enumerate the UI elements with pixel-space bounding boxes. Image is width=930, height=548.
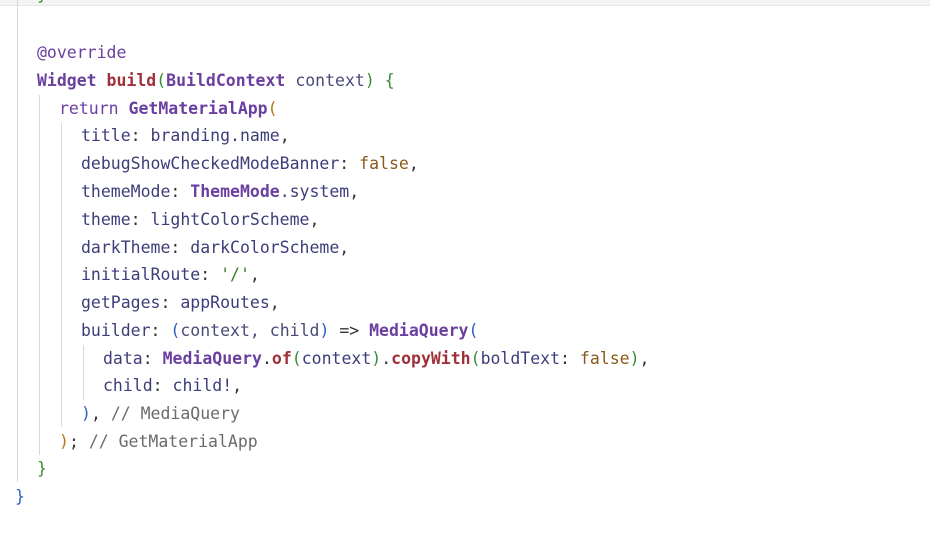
code-line-close-getmaterialapp: ); // GetMaterialApp (59, 432, 258, 451)
code-line-signature: Widget build(BuildContext context) { (37, 71, 395, 90)
code-line-close-mediaquery: ), // MediaQuery (81, 404, 240, 423)
code-line-prop: getPages: appRoutes, (81, 293, 280, 312)
code-line-close-class: } (15, 487, 25, 506)
code-line-builder: builder: (context, child) => MediaQuery( (81, 321, 479, 340)
indent-guide-2 (39, 95, 40, 455)
code-line-prop: theme: lightColorScheme, (81, 210, 320, 229)
code-line-data: data: MediaQuery.of(context).copyWith(bo… (103, 349, 650, 368)
code-line-annotation: @override (37, 43, 127, 62)
code-line-close-build: } (37, 459, 47, 478)
code-line-truncated: } (37, 0, 47, 9)
code-line-prop: darkTheme: darkColorScheme, (81, 238, 350, 257)
code-line-prop: themeMode: ThemeMode.system, (81, 182, 360, 201)
code-line-prop: title: branding.name, (81, 126, 290, 145)
code-line-prop: debugShowCheckedModeBanner: false, (81, 154, 419, 173)
code-line-return: return GetMaterialApp( (59, 99, 278, 118)
indent-guide-3 (61, 123, 62, 427)
indent-guide-4 (83, 345, 84, 400)
editor-top-edge (0, 0, 930, 6)
code-line-prop: initialRoute: '/', (81, 265, 260, 284)
indent-guide-1 (17, 0, 18, 482)
code-line-child: child: child!, (103, 376, 243, 395)
